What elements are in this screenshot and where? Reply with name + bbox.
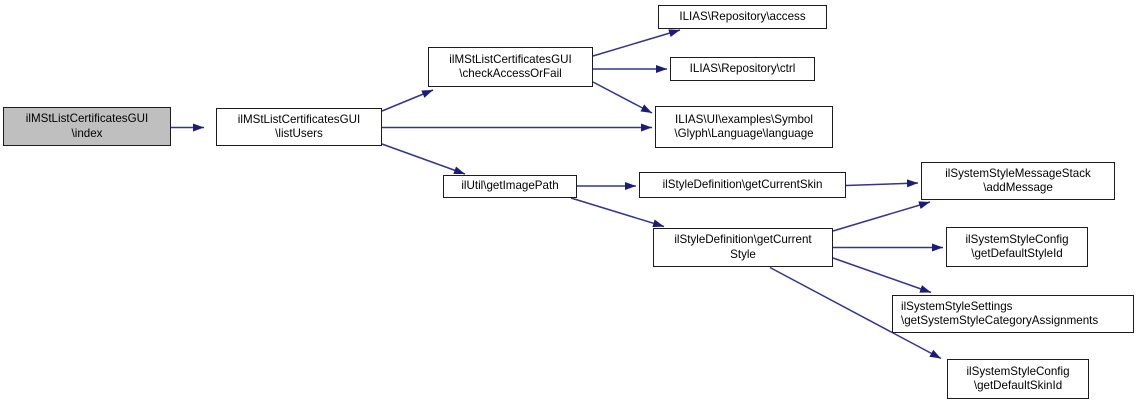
graph-node-getdefaultskinid[interactable]: ilSystemStyleConfig \getDefaultSkinId <box>947 359 1089 399</box>
node-label: ILIAS\UI\examples\Symbol <box>675 112 813 126</box>
node-label: Style <box>730 247 756 261</box>
node-label: \Glyph\Language\language <box>674 127 814 140</box>
edge-listusers-to-checkaccessorfail <box>381 89 434 112</box>
node-label: \getSystemStyleCategoryAssignments <box>901 314 1099 327</box>
graph-node-access[interactable]: ILIAS\Repository\access <box>658 5 827 29</box>
graph-node-getimagepath[interactable]: ilUtil\getImagePath <box>443 175 577 198</box>
graph-node-getdefaultstyleid[interactable]: ilSystemStyleConfig \getDefaultStyleId <box>946 227 1088 267</box>
graph-node-getcurrentskin[interactable]: ilStyleDefinition\getCurrentSkin <box>639 172 846 198</box>
node-label: ilSystemStyleSettings <box>901 299 1013 313</box>
edge-getcurrentstyle-to-categoryassignments <box>832 257 932 294</box>
node-label: \addMessage <box>983 181 1053 194</box>
graph-node-index: ilMStListCertificatesGUI \index <box>3 107 171 146</box>
graph-node-listusers[interactable]: ilMStListCertificatesGUI \listUsers <box>216 108 382 146</box>
node-label: \getDefaultSkinId <box>973 379 1063 392</box>
node-label: ilSystemStyleConfig <box>965 232 1069 246</box>
node-label: \index <box>71 126 103 140</box>
node-label: ilStyleDefinition\getCurrent <box>674 233 812 246</box>
graph-node-addmessage[interactable]: ilSystemStyleMessageStack \addMessage <box>921 162 1115 200</box>
edge-getcurrentstyle-to-addmessage <box>832 201 931 232</box>
edge-getcurrentstyle-to-getdefaultskinid <box>769 266 942 360</box>
node-label: \getDefaultStyleId <box>971 247 1063 260</box>
edge-getcurrentskin-to-addmessage <box>845 179 919 188</box>
node-label: ILIAS\Repository\access <box>679 9 806 23</box>
graph-node-ctrl[interactable]: ILIAS\Repository\ctrl <box>670 57 815 81</box>
edge-checkaccessorfail-to-language <box>592 81 653 114</box>
node-label: ilSystemStyleConfig <box>966 364 1070 378</box>
graph-node-getcurrentstyle[interactable]: ilStyleDefinition\getCurrent Style <box>653 228 833 267</box>
node-label: \checkAccessOrFail <box>459 67 562 80</box>
graph-node-categoryassignments[interactable]: ilSystemStyleSettings \getSystemStyleCat… <box>892 295 1134 333</box>
node-label: \listUsers <box>275 127 323 140</box>
edge-getimagepath-to-getcurrentstyle <box>570 197 665 228</box>
node-label: ilSystemStyleMessageStack <box>945 166 1091 180</box>
node-label: ILIAS\Repository\ctrl <box>689 61 796 75</box>
node-label: ilMStListCertificatesGUI <box>25 112 149 125</box>
node-label: ilMStListCertificatesGUI <box>449 52 572 66</box>
graph-node-language[interactable]: ILIAS\UI\examples\Symbol \Glyph\Language… <box>655 106 833 148</box>
node-label: ilUtil\getImagePath <box>461 179 559 193</box>
edge-checkaccessorfail-to-access <box>592 29 681 57</box>
edge-listusers-to-getimagepath <box>381 143 466 175</box>
graph-node-checkaccessorfail[interactable]: ilMStListCertificatesGUI \checkAccessOrF… <box>428 47 593 87</box>
node-label: ilStyleDefinition\getCurrentSkin <box>662 177 823 191</box>
node-label: ilMStListCertificatesGUI <box>237 112 361 126</box>
